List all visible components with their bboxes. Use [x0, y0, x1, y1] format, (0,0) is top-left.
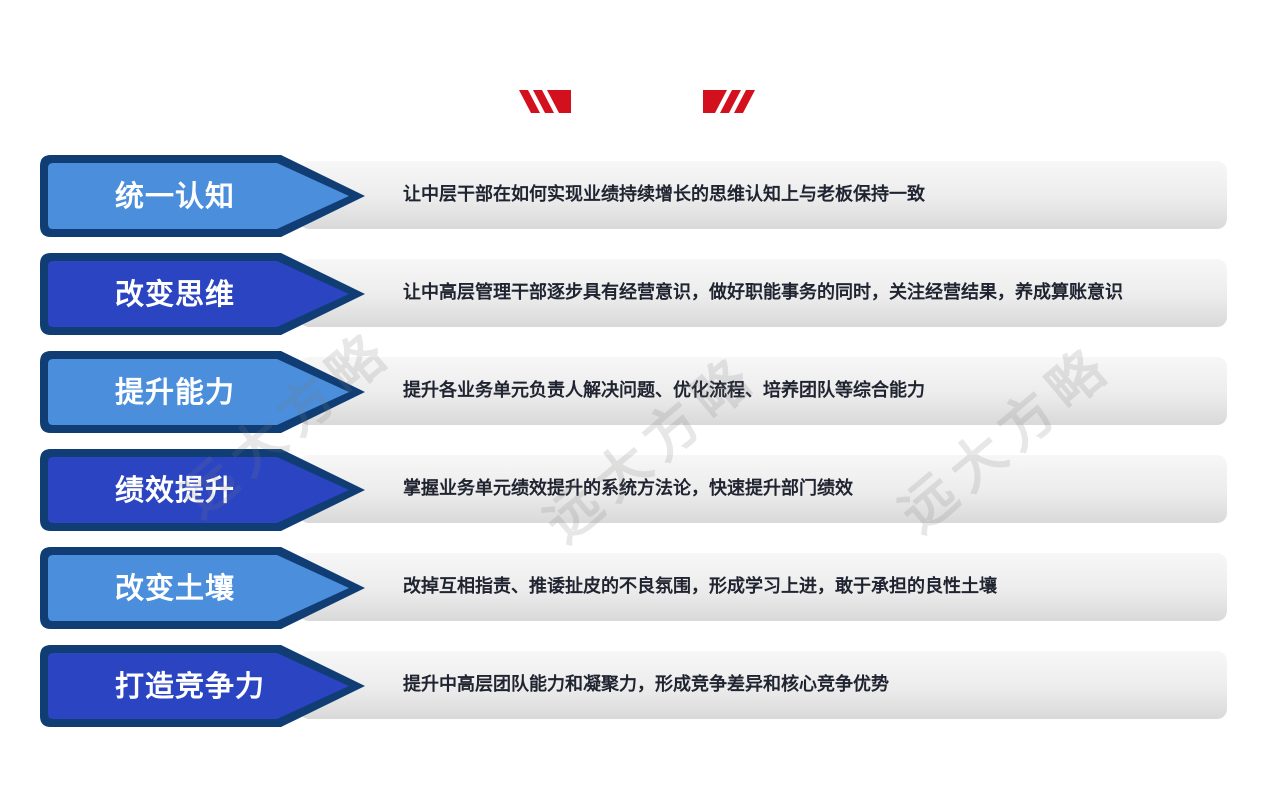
row-description: 掌握业务单元绩效提升的系统方法论，快速提升部门绩效 [403, 478, 853, 499]
description-bar [299, 651, 1227, 719]
description-bar [299, 161, 1227, 229]
description-bar [299, 259, 1227, 327]
row-5: 改掉互相指责、推诿扯皮的不良氛围，形成学习上进，敢于承担的良性土壤 改变土壤 [37, 544, 1229, 632]
row-description: 提升各业务单元负责人解决问题、优化流程、培养团队等综合能力 [403, 380, 925, 401]
right-stripes-decoration [703, 90, 755, 113]
arrow-tag-light [40, 547, 365, 629]
arrow-tag-dark [40, 253, 365, 335]
description-bar [299, 553, 1227, 621]
left-stripes-decoration [519, 90, 571, 113]
arrow-tag-dark [40, 449, 365, 531]
row-description: 提升中高层团队能力和凝聚力，形成竞争差异和核心竞争优势 [403, 674, 889, 695]
description-bar [299, 455, 1227, 523]
row-6: 提升中高层团队能力和凝聚力，形成竞争差异和核心竞争优势 打造竞争力 [37, 642, 1229, 730]
row-title: 统一认知 [115, 179, 236, 213]
row-4: 掌握业务单元绩效提升的系统方法论，快速提升部门绩效 绩效提升 [37, 446, 1229, 534]
row-description: 让中高层管理干部逐步具有经营意识，做好职能事务的同时，关注经营结果，养成算账意识 [403, 282, 1123, 303]
row-title: 绩效提升 [115, 473, 236, 507]
row-title: 打造竞争力 [115, 669, 266, 703]
arrow-tag-light [40, 351, 365, 433]
description-bar [299, 357, 1227, 425]
row-title: 改变土壤 [115, 571, 236, 605]
arrow-tag-light [40, 155, 365, 237]
row-3: 提升各业务单元负责人解决问题、优化流程、培养团队等综合能力 提升能力 [37, 348, 1229, 436]
row-title: 提升能力 [115, 375, 236, 409]
row-1: 让中层干部在如何实现业绩持续增长的思维认知上与老板保持一致 统一认知 [37, 152, 1229, 240]
row-description: 改掉互相指责、推诿扯皮的不良氛围，形成学习上进，敢于承担的良性土壤 [403, 576, 997, 597]
row-description: 让中层干部在如何实现业绩持续增长的思维认知上与老板保持一致 [403, 184, 925, 205]
row-2: 让中高层管理干部逐步具有经营意识，做好职能事务的同时，关注经营结果，养成算账意识… [37, 250, 1229, 338]
arrow-tag-dark [40, 645, 365, 727]
row-title: 改变思维 [115, 277, 236, 311]
